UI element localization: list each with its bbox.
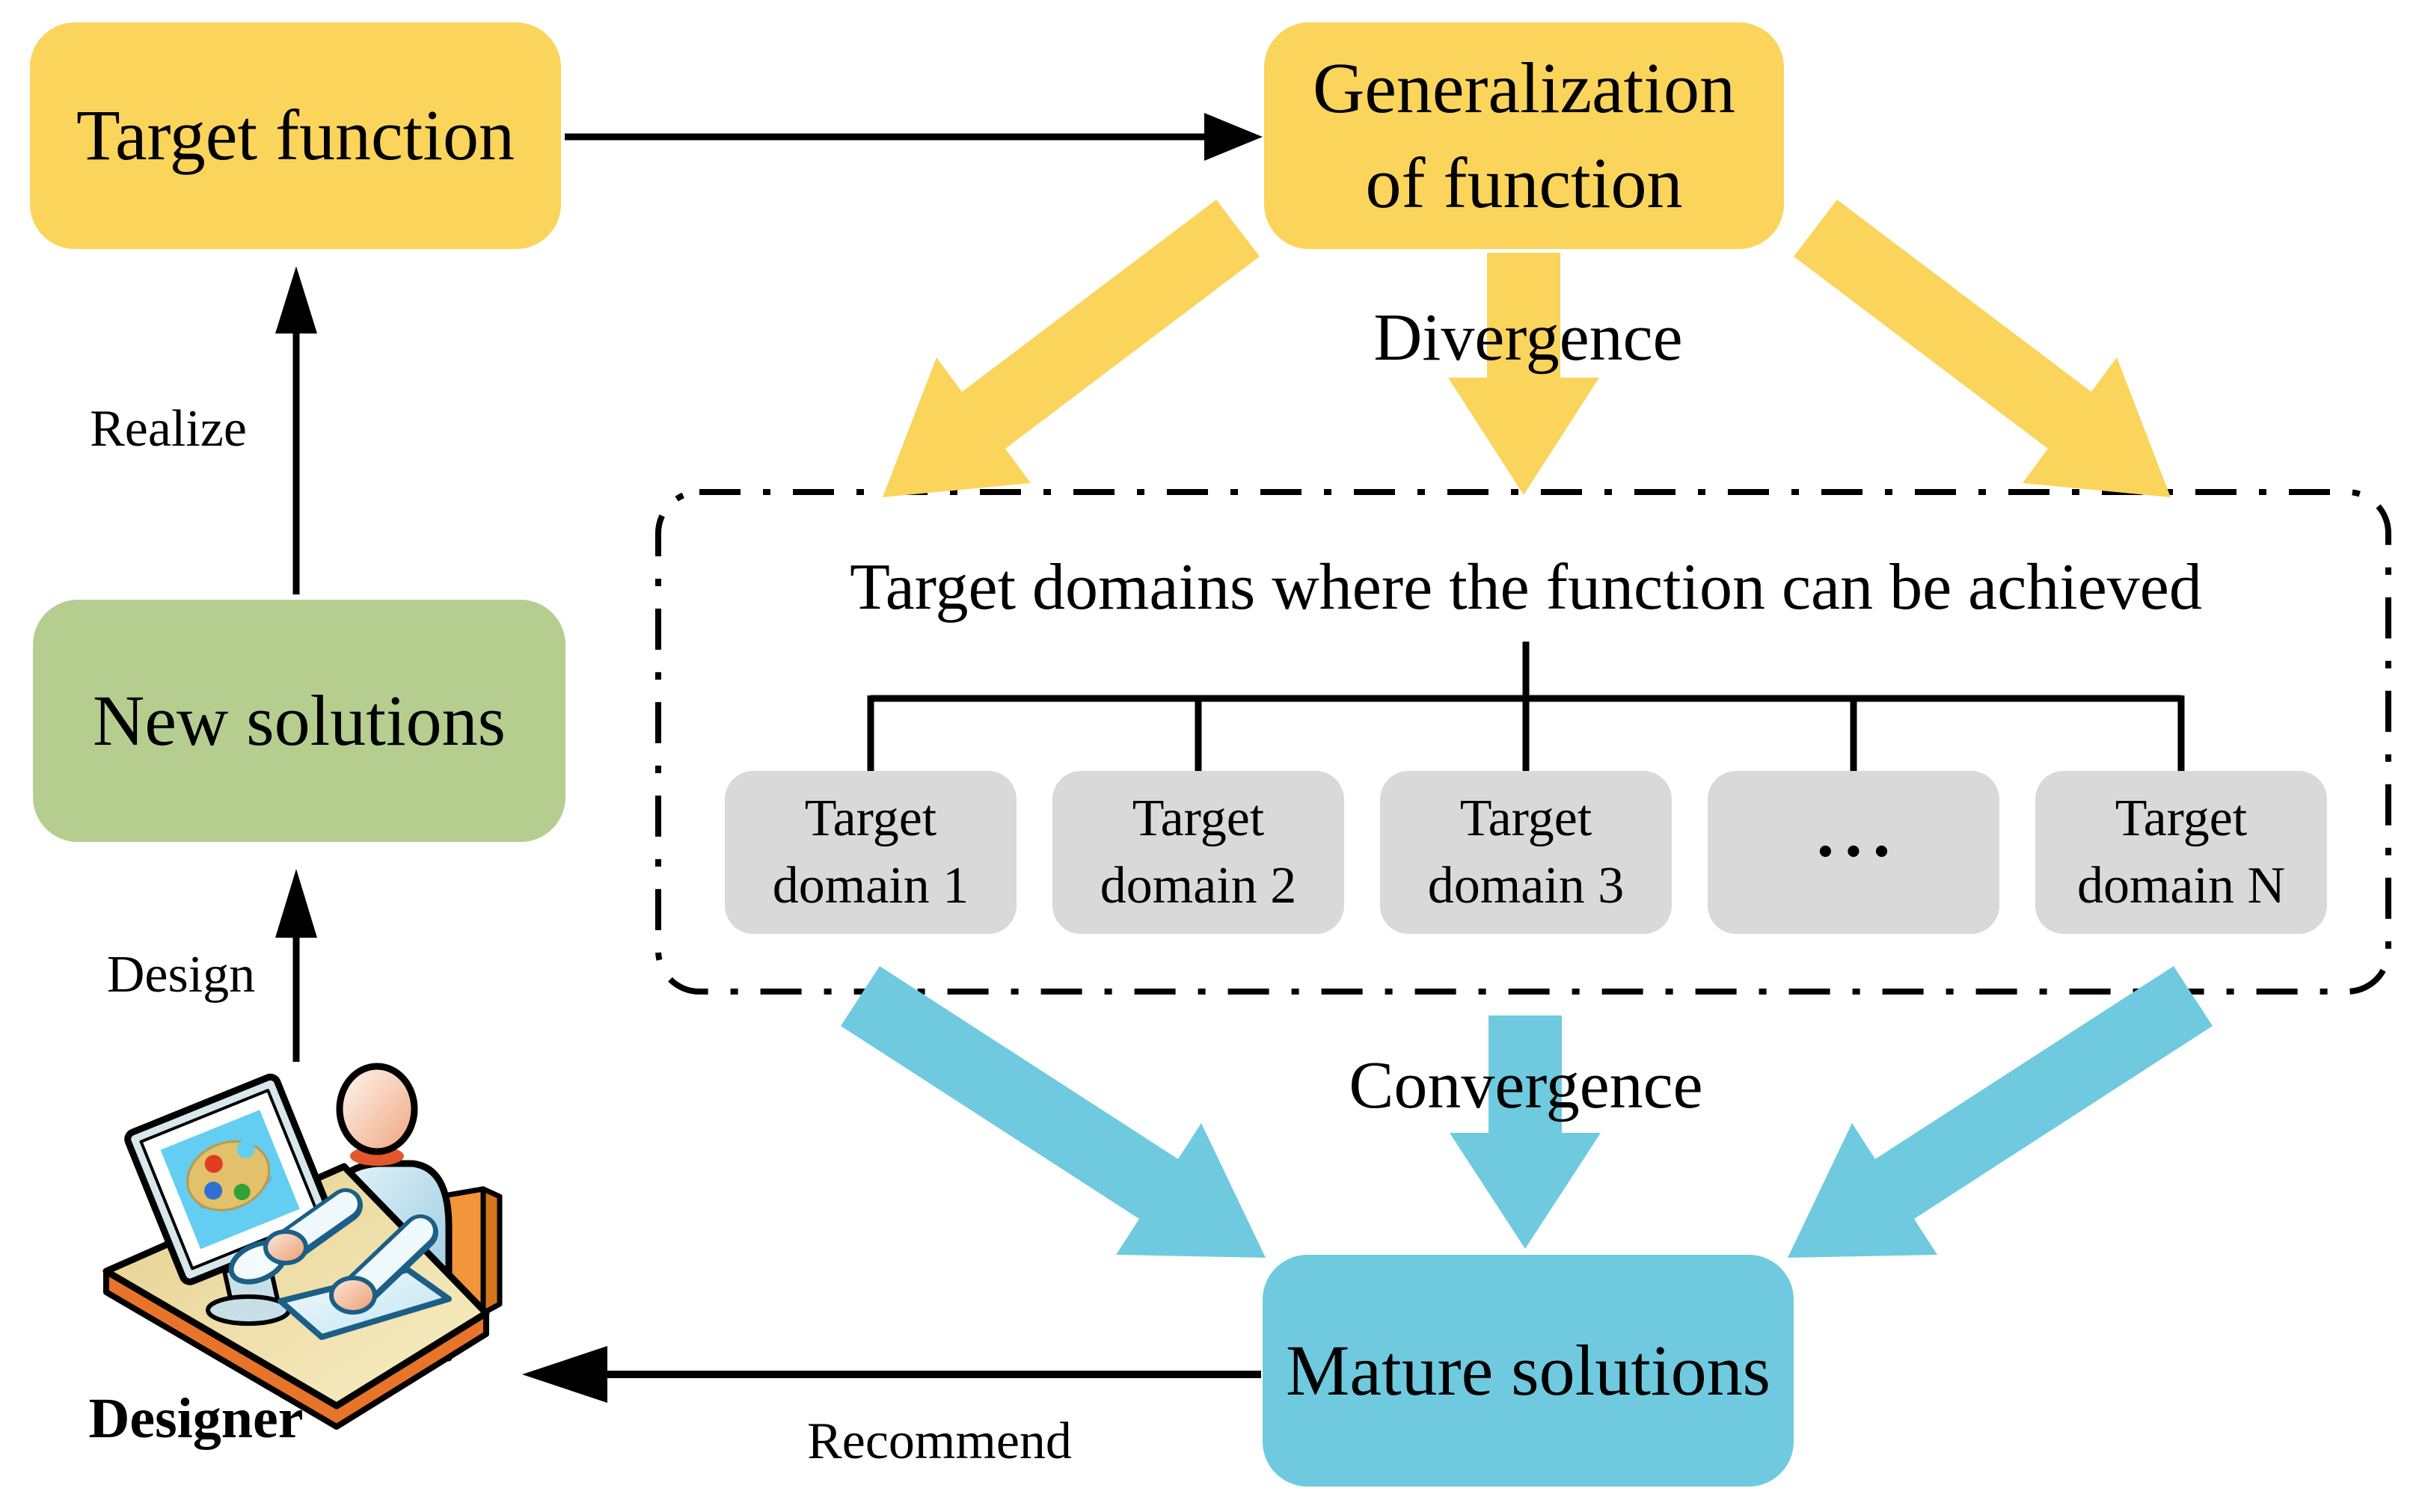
designer-label: Designer [88,1387,304,1450]
convergence-arrow-left [841,966,1266,1258]
design-label: Design [106,946,256,1004]
generalization-node: Generalization of function [1264,22,1784,249]
arms-and-peripherals [228,1188,452,1340]
target-domain-2-box: Target domain 2 [1052,771,1344,934]
design-arrow [275,869,317,1062]
domain-2-line2: domain 2 [1100,857,1297,915]
generalization-label-line2: of function [1365,142,1683,223]
divergence-arrow-right [1794,200,2171,497]
monitor-base [206,1294,291,1326]
left-arm [283,1192,358,1252]
target-domain-n-box: Target domain N [2035,771,2327,934]
domain-tree-connectors [867,642,2185,775]
black-arrows [275,113,1263,1403]
domain-n-line2: domain N [2076,857,2286,915]
recommend-arrow [522,1346,1261,1403]
divergence-arrow-center [1448,253,1599,495]
domain-1-line1: Target [804,790,937,848]
convergence-arrow-right [1788,966,2213,1258]
new-solutions-node: New solutions [33,600,565,842]
realize-arrow [275,266,317,594]
domain-3-line1: Target [1459,790,1592,848]
person-head [336,1063,418,1155]
palette-icon [186,1140,272,1211]
domain-2-line1: Target [1132,790,1265,848]
right-arm [346,1218,433,1302]
mature-solutions-node: Mature solutions [1263,1255,1794,1487]
domain-n-line1: Target [2115,790,2248,848]
mature-solutions-label: Mature solutions [1286,1330,1770,1410]
convergence-label: Convergence [1349,1048,1703,1122]
recommend-label: Recommend [807,1413,1072,1470]
generalization-label-line1: Generalization [1312,47,1736,128]
left-hand [263,1229,308,1265]
target-function-label: Target function [76,95,515,176]
target-domain-1-box: Target domain 1 [725,771,1017,934]
ellipsis-dots: ••• [1818,829,1903,876]
target-domains-title: Target domains where the function can be… [850,551,2202,624]
divergence-label: Divergence [1373,301,1683,375]
target-function-node: Target function [30,22,561,249]
realize-label: Realize [90,400,247,458]
convergence-arrows [841,966,2213,1258]
domain-1-line2: domain 1 [772,857,969,915]
new-solutions-label: New solutions [93,680,506,760]
target-domain-3-box: Target domain 3 [1380,771,1672,934]
right-hand [329,1276,377,1315]
divergence-arrow-left [883,200,1260,497]
convergence-arrow-center [1450,1015,1601,1249]
domain-ellipsis-box: ••• [1708,771,1999,934]
target-domains-dashed-border [655,489,2391,995]
target-to-generalization-arrow [565,113,1263,161]
designer-illustration [102,1063,503,1430]
divergence-arrows [883,200,2171,497]
domain-3-line2: domain 3 [1427,857,1625,915]
